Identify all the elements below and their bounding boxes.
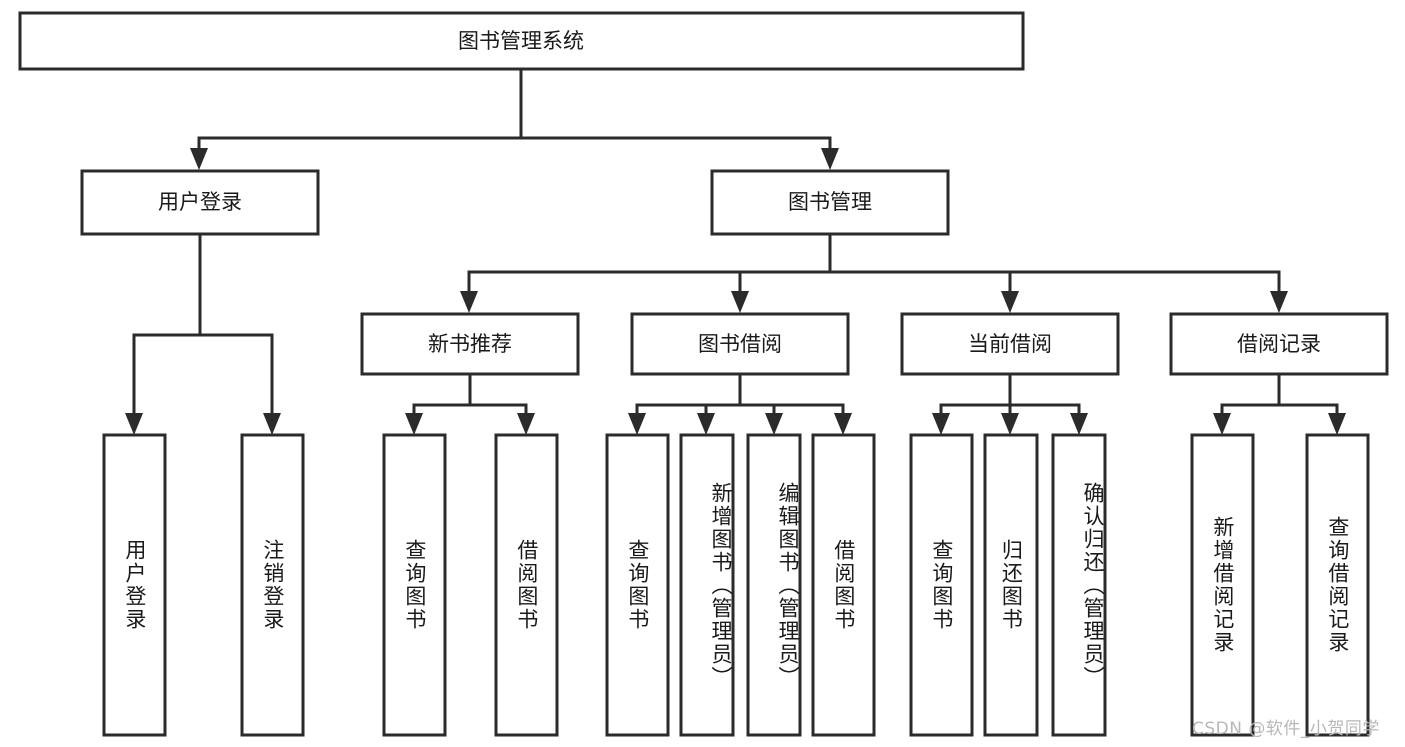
arrow-root-to-book-manage xyxy=(821,148,839,170)
node-book-manage-label: 图书管理 xyxy=(788,190,872,214)
node-current-borrow-box xyxy=(900,312,1120,376)
leaf-box-query-book-3[interactable] xyxy=(909,433,974,737)
leaf-box-logout-login[interactable] xyxy=(240,433,305,737)
arrow-to-leaf-add-book xyxy=(697,413,715,435)
arrow-to-book-borrow xyxy=(731,291,749,313)
node-root-box xyxy=(18,11,1025,71)
leaf-box-borrow-book-1[interactable] xyxy=(494,433,559,737)
watermark-text: CSDN @软件_小贺同学 xyxy=(1192,719,1380,739)
leaf-box-add-book[interactable] xyxy=(679,433,735,737)
leaf-box-query-book-2[interactable] xyxy=(605,433,670,737)
arrow-to-leaf-user-login xyxy=(125,413,143,435)
node-book-manage-box xyxy=(710,169,950,236)
node-user-login-label: 用户登录 xyxy=(158,190,242,214)
arrow-to-leaf-edit-book xyxy=(765,413,783,435)
arrow-to-leaf-query-book-2 xyxy=(628,413,646,435)
arrow-to-leaf-query-book-1 xyxy=(405,413,423,435)
node-new-book-rec-box xyxy=(360,312,580,376)
arrow-to-leaf-borrow-book-1 xyxy=(517,413,535,435)
arrow-to-leaf-add-record xyxy=(1213,413,1231,435)
node-borrow-record-box xyxy=(1169,312,1389,376)
arrow-to-leaf-logout-login xyxy=(263,413,281,435)
leaf-box-query-record[interactable] xyxy=(1305,433,1370,737)
node-new-book-rec-label: 新书推荐 xyxy=(428,332,512,356)
leaf-box-query-book-1[interactable] xyxy=(382,433,447,737)
arrow-to-current-borrow xyxy=(1001,291,1019,313)
arrow-to-borrow-record xyxy=(1270,291,1288,313)
node-book-borrow-box xyxy=(630,312,850,376)
arrow-to-leaf-confirm-return xyxy=(1070,413,1088,435)
node-borrow-record-label: 借阅记录 xyxy=(1237,332,1321,356)
arrow-to-new-book-rec xyxy=(460,291,478,313)
node-book-borrow[interactable]: 图书借阅 xyxy=(630,312,850,376)
arrow-to-leaf-borrow-book-2 xyxy=(834,413,852,435)
node-new-book-rec[interactable]: 新书推荐 xyxy=(360,312,580,376)
node-root-label: 图书管理系统 xyxy=(458,29,584,53)
leaf-box-user-login[interactable] xyxy=(102,433,167,737)
arrow-root-to-user-login xyxy=(190,148,208,170)
arrow-to-leaf-query-record xyxy=(1328,413,1346,435)
node-book-manage[interactable]: 图书管理 xyxy=(710,169,950,236)
leaf-box-confirm-return[interactable] xyxy=(1051,433,1107,737)
node-borrow-record[interactable]: 借阅记录 xyxy=(1169,312,1389,376)
arrow-to-leaf-query-book-3 xyxy=(932,413,950,435)
node-root[interactable]: 图书管理系统 xyxy=(18,11,1025,71)
node-current-borrow-label: 当前借阅 xyxy=(968,332,1052,356)
node-current-borrow[interactable]: 当前借阅 xyxy=(900,312,1120,376)
leaf-box-edit-book[interactable] xyxy=(746,433,802,737)
leaf-box-borrow-book-2[interactable] xyxy=(811,433,876,737)
node-user-login[interactable]: 用户登录 xyxy=(80,169,320,236)
leaf-box-return-book[interactable] xyxy=(983,433,1039,737)
leaf-box-add-record[interactable] xyxy=(1190,433,1255,737)
node-book-borrow-label: 图书借阅 xyxy=(698,332,782,356)
arrow-to-leaf-return-book xyxy=(1001,413,1019,435)
